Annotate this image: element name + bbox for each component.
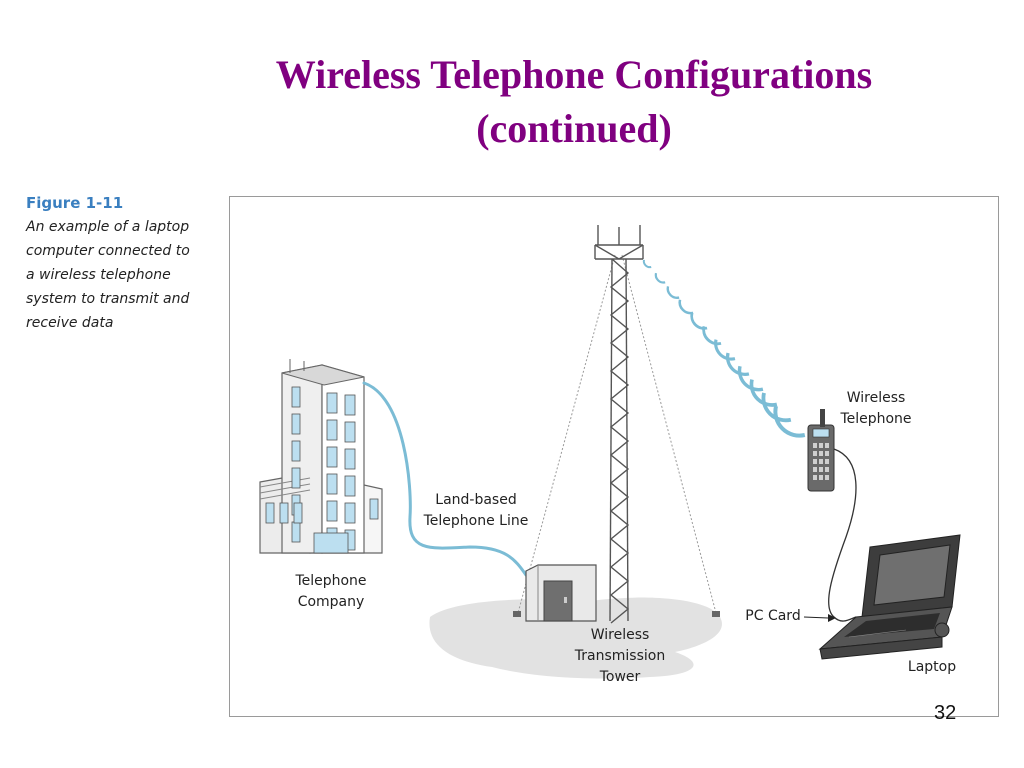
phone-key xyxy=(819,451,823,456)
telephone-company-building xyxy=(259,359,383,554)
building-window xyxy=(291,386,301,408)
figure-caption: Figure 1-11 An example of a laptop compu… xyxy=(26,194,226,335)
phone-key xyxy=(825,475,829,480)
guy-wire-anchors xyxy=(513,611,720,617)
phone-key xyxy=(819,443,823,448)
caption-line: computer connected to xyxy=(26,243,190,259)
phone-key xyxy=(825,443,829,448)
phone-key xyxy=(813,475,817,480)
caption-line: a wireless telephone xyxy=(26,267,171,283)
slide-title: Wireless Telephone Configurations (conti… xyxy=(0,48,1024,156)
land-telephone-cable xyxy=(362,381,528,577)
radio-wave-arc xyxy=(714,339,736,361)
phone-key xyxy=(813,467,817,472)
laptop-device xyxy=(818,534,961,660)
radio-waves xyxy=(642,259,806,438)
building-window xyxy=(291,413,301,435)
slide-number: 32 xyxy=(934,702,957,724)
phone-key xyxy=(825,467,829,472)
radio-wave-arc xyxy=(725,352,750,376)
equipment-shed xyxy=(525,564,597,622)
radio-wave-arc xyxy=(737,365,764,392)
radio-wave-arc xyxy=(773,405,806,438)
building-window xyxy=(326,446,338,468)
building-window xyxy=(265,502,275,524)
caption-line: receive data xyxy=(26,315,114,331)
phone-key xyxy=(813,459,817,464)
diagram-figure: Telephone Company Land-based Telephone L… xyxy=(229,196,999,717)
label-wireless-transmission-tower: Wireless Transmission Tower xyxy=(574,627,666,685)
radio-wave-arc xyxy=(666,286,680,299)
caption-text: An example of a laptop computer connecte… xyxy=(26,215,226,335)
building-window xyxy=(344,502,356,524)
caption-line: An example of a laptop xyxy=(26,219,190,235)
building-window xyxy=(326,473,338,495)
label-wireless-telephone: Wireless Telephone xyxy=(840,390,912,427)
phone-key xyxy=(813,443,817,448)
building-window xyxy=(279,502,289,524)
building-window xyxy=(291,440,301,462)
pc-card-pointer xyxy=(803,616,829,619)
slide-title-line-2: (continued) xyxy=(476,106,672,151)
building-window xyxy=(369,498,379,520)
phone-key xyxy=(819,475,823,480)
phone-key xyxy=(825,451,829,456)
phone-key xyxy=(819,459,823,464)
radio-wave-arc xyxy=(642,259,652,269)
building-window xyxy=(344,394,356,416)
figure-number: Figure 1-11 xyxy=(26,194,124,212)
tower-guy-wires xyxy=(517,254,717,614)
building-window xyxy=(291,521,301,543)
building-window xyxy=(293,502,303,524)
building-window xyxy=(326,500,338,522)
diagram-canvas xyxy=(259,225,961,679)
phone-key xyxy=(819,467,823,472)
label-laptop: Laptop xyxy=(907,659,957,675)
radio-wave-arc xyxy=(654,272,666,284)
building-window xyxy=(344,421,356,443)
building-window xyxy=(326,419,338,441)
label-telephone-company: Telephone Company xyxy=(295,573,367,610)
building-window xyxy=(344,475,356,497)
ground-area xyxy=(429,597,722,679)
label-land-based-telephone-line: Land-based Telephone Line xyxy=(423,492,529,529)
building-window xyxy=(326,392,338,414)
slide-title-line-1: Wireless Telephone Configurations xyxy=(275,52,873,97)
phone-key xyxy=(825,459,829,464)
caption-line: system to transmit and xyxy=(26,291,190,307)
pc-card-arrowhead xyxy=(828,614,836,622)
radio-wave-arc xyxy=(749,379,778,407)
label-pc-card: PC Card xyxy=(745,608,801,624)
phone-key xyxy=(813,451,817,456)
phone-to-laptop-cable xyxy=(828,448,857,622)
transmission-tower xyxy=(594,225,644,624)
radio-wave-arc xyxy=(702,326,722,346)
wireless-telephone-device xyxy=(807,409,835,492)
radio-wave-arc xyxy=(690,312,708,330)
radio-wave-arc xyxy=(761,392,792,423)
building-window xyxy=(344,448,356,470)
radio-wave-arc xyxy=(678,299,694,315)
building-window xyxy=(291,467,301,489)
